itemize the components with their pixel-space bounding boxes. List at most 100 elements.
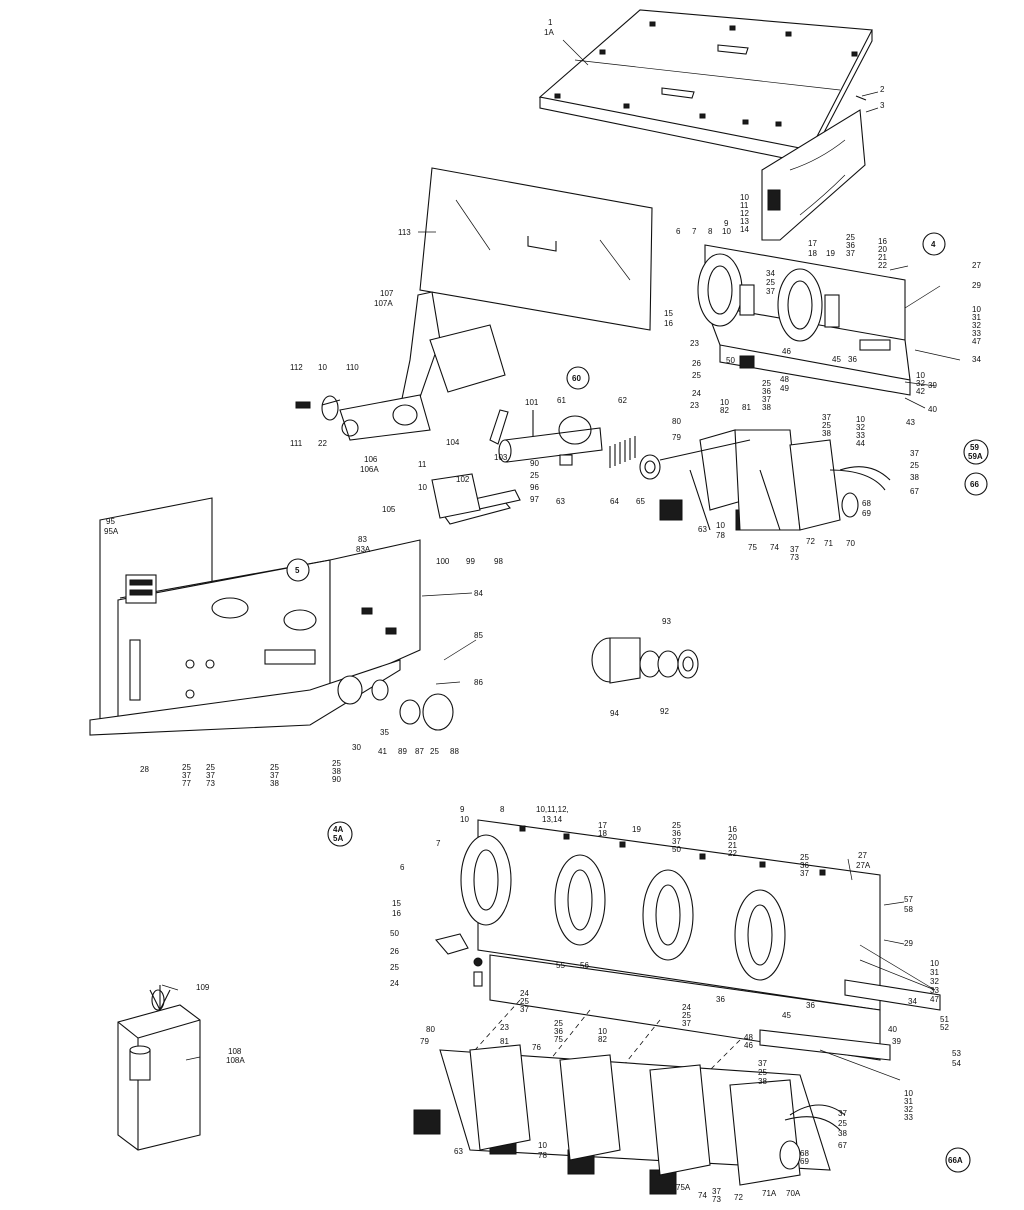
part-label: 10: [916, 371, 925, 380]
part-label: 25: [520, 997, 529, 1006]
part-label: 104: [446, 438, 460, 447]
part-label: 13: [740, 217, 749, 226]
part-label: 109: [196, 983, 210, 992]
part-label: 19: [826, 249, 835, 258]
part-label: 73: [790, 553, 799, 562]
part-label: 108A: [226, 1056, 245, 1065]
handle-assembly: [295, 291, 506, 441]
part-label: 37: [766, 287, 775, 296]
part-label: 105: [382, 505, 396, 514]
part-label: 25: [910, 461, 919, 470]
part-label: 10: [904, 1089, 913, 1098]
part-label: 33: [930, 986, 939, 995]
part-label: 22: [318, 439, 327, 448]
part-label: 50: [390, 929, 399, 938]
part-label: 10: [720, 398, 729, 407]
part-label: 37: [790, 545, 799, 554]
part-label: 81: [500, 1037, 509, 1046]
part-label: 16: [392, 909, 401, 918]
part-label: 25: [758, 1068, 767, 1077]
part-label: 90: [530, 459, 539, 468]
part-label: 24: [682, 1003, 691, 1012]
part-label: 37: [682, 1019, 691, 1028]
part-label: 30: [352, 743, 361, 752]
part-label: 36: [716, 995, 725, 1004]
part-label: 37: [672, 837, 681, 846]
part-label: 17: [808, 239, 817, 248]
part-label: 14: [740, 225, 749, 234]
part-label: 80: [426, 1025, 435, 1034]
part-label: 46: [782, 347, 791, 356]
part-label: 34: [908, 997, 917, 1006]
part-label: 25: [390, 963, 399, 972]
part-label: 33: [972, 329, 981, 338]
part-label: 34: [972, 355, 981, 364]
part-label: 25: [838, 1119, 847, 1128]
bearing-assembly: [591, 637, 699, 684]
part-label: 38: [332, 767, 341, 776]
part-label: 78: [538, 1151, 547, 1160]
part-label: 18: [598, 829, 607, 838]
part-label: 86: [474, 678, 483, 687]
part-label: 58: [904, 905, 913, 914]
part-label: 79: [420, 1037, 429, 1046]
glass-panel: [419, 167, 653, 331]
part-label: 38: [838, 1129, 847, 1138]
part-label: 63: [454, 1147, 463, 1156]
svg-text:66: 66: [970, 480, 979, 489]
part-label: 63: [556, 497, 565, 506]
part-label: 71A: [762, 1189, 777, 1198]
part-label: 18: [808, 249, 817, 258]
svg-text:59: 59: [970, 443, 979, 452]
part-label: 38: [910, 473, 919, 482]
part-label: 10: [460, 815, 469, 824]
part-label: 44: [856, 439, 865, 448]
part-label: 47: [930, 995, 939, 1004]
part-label: 93: [662, 617, 671, 626]
part-label: 48: [780, 375, 789, 384]
part-label: 37: [910, 449, 919, 458]
part-label: 108: [228, 1047, 242, 1056]
part-label: 35: [380, 728, 389, 737]
callout-66a: 66A: [945, 1147, 971, 1173]
part-label: 29: [972, 281, 981, 290]
part-label: 42: [916, 387, 925, 396]
part-label: 57: [904, 895, 913, 904]
part-label: 10: [856, 415, 865, 424]
part-label: 23: [500, 1023, 509, 1032]
part-label: 10: [538, 1141, 547, 1150]
part-label: 31: [904, 1097, 913, 1106]
part-label: 41: [378, 747, 387, 756]
callout-59: 59 59A: [963, 439, 989, 465]
part-label: 55: [556, 961, 565, 970]
part-label: 82: [720, 406, 729, 415]
part-label: 81: [742, 403, 751, 412]
upper-contacts-row: [659, 429, 891, 531]
part-label: 10: [318, 363, 327, 372]
linkage-parts: [431, 409, 521, 525]
box-108: [117, 985, 201, 1151]
callout-5: 5: [286, 558, 310, 582]
part-label: 39: [928, 381, 937, 390]
part-label: 36: [800, 861, 809, 870]
lower-breaker-assembly: [435, 819, 941, 1061]
part-label: 13,14: [542, 815, 563, 824]
part-label: 54: [952, 1059, 961, 1068]
part-label: 1: [548, 18, 553, 27]
part-label: 53: [952, 1049, 961, 1058]
part-label: 52: [940, 1023, 949, 1032]
part-label: 67: [910, 487, 919, 496]
part-label: 68: [862, 499, 871, 508]
part-label: 37: [270, 771, 279, 780]
part-label: 25: [692, 371, 701, 380]
part-label: 75: [748, 543, 757, 552]
part-label: 32: [930, 977, 939, 986]
part-label: 84: [474, 589, 483, 598]
part-label: 78: [716, 531, 725, 540]
part-label: 73: [206, 779, 215, 788]
part-label: 23: [690, 401, 699, 410]
part-label: 37: [520, 1005, 529, 1014]
part-label: 107A: [374, 299, 393, 308]
part-label: 22: [728, 849, 737, 858]
